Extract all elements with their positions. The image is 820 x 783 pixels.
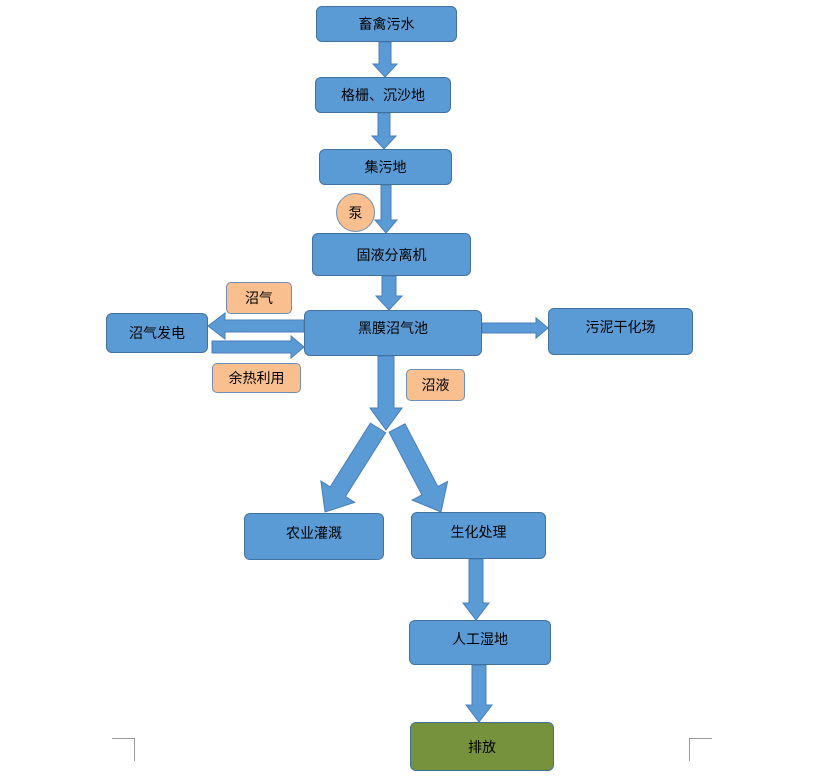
heat-label: 余热利用	[212, 363, 301, 393]
node-grille: 格栅、沉沙地	[315, 77, 451, 113]
node-label: 黑膜沼气池	[358, 321, 428, 337]
node-label: 集污地	[364, 160, 407, 176]
node-label: 沼气发电	[129, 326, 185, 342]
node-wetland: 人工湿地	[409, 620, 551, 665]
node-power: 沼气发电	[106, 313, 208, 353]
page-corner-mark-left	[112, 738, 135, 761]
arrow-separator-digester	[374, 275, 404, 311]
label-text: 沼气	[245, 291, 273, 307]
arrow-digester-power	[207, 311, 305, 341]
arrow-wastewater-grille	[371, 41, 399, 78]
slurry-label: 沼液	[406, 369, 465, 401]
label-text: 沼液	[421, 378, 450, 394]
node-label: 污泥干化场	[585, 320, 656, 336]
page-corner-mark-right	[689, 738, 712, 761]
arrow-collection-separator	[373, 184, 399, 234]
arrow-biochem-wetland	[461, 558, 491, 621]
node-wastewater: 畜禽污水	[316, 6, 457, 42]
pump-label: 泵	[348, 205, 363, 222]
biogas-label: 沼气	[226, 282, 292, 314]
node-discharge: 排放	[410, 722, 554, 771]
node-label: 固液分离机	[356, 247, 427, 264]
node-label: 畜禽污水	[358, 17, 415, 33]
node-biochem: 生化处理	[411, 512, 546, 559]
node-label: 格栅、沉沙地	[341, 88, 425, 104]
arrow-to-irrigation	[320, 422, 387, 513]
node-label: 人工湿地	[452, 632, 508, 648]
arrow-wetland-discharge	[464, 664, 494, 723]
pump-badge: 泵	[336, 193, 375, 232]
arrow-heat-digester	[211, 334, 305, 360]
node-label: 生化处理	[450, 525, 507, 541]
node-collection: 集污地	[319, 149, 452, 185]
node-separator: 固液分离机	[312, 233, 471, 276]
label-text: 余热利用	[228, 371, 285, 387]
node-sludge: 污泥干化场	[548, 308, 693, 355]
node-digester: 黑膜沼气池	[304, 310, 482, 356]
node-irrigation: 农业灌溉	[244, 513, 384, 560]
arrow-to-biochem	[388, 423, 449, 513]
arrow-digester-sludge	[481, 316, 549, 340]
node-label: 排放	[468, 739, 496, 756]
arrow-grille-collection	[370, 112, 398, 150]
node-label: 农业灌溉	[286, 526, 342, 542]
arrow-digester-split	[369, 355, 403, 431]
